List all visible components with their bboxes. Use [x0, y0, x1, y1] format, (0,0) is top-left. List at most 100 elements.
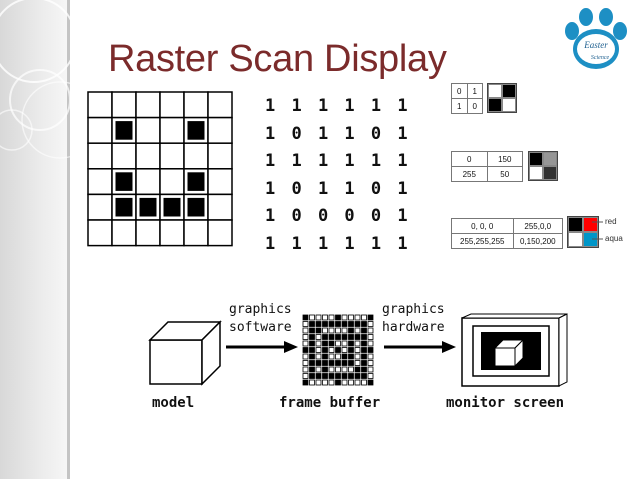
frame-buffer-cell	[348, 314, 354, 321]
grid-cell	[135, 219, 161, 247]
frame-buffer-cell	[328, 321, 335, 327]
frame-buffer-cell	[354, 314, 361, 321]
frame-buffer-cell	[328, 373, 335, 379]
frame-buffer-cell	[361, 347, 367, 353]
grid-cell	[135, 168, 161, 196]
bit-row: 1 1 1 1 1 1	[265, 151, 411, 171]
frame-buffer-cell	[361, 321, 367, 327]
grid-cell	[87, 219, 113, 247]
logo-text-1: Easter	[583, 40, 608, 50]
frame-buffer-cell	[361, 334, 367, 340]
frame-buffer-cell	[367, 373, 374, 379]
frame-buffer-cell	[322, 314, 328, 321]
frame-buffer-cell	[315, 366, 322, 373]
frame-buffer-cell	[341, 360, 348, 366]
frame-buffer-cell	[354, 327, 361, 334]
frame-buffer-cell	[328, 379, 335, 386]
frame-buffer-cell	[302, 340, 309, 347]
frame-buffer-cell	[302, 321, 309, 327]
frame-buffer-cell	[341, 314, 348, 321]
grid-cell	[87, 142, 113, 170]
grid-cell	[87, 91, 113, 119]
frame-buffer-cell	[309, 373, 315, 379]
frame-buffer-cell	[354, 373, 361, 379]
bit-row: 1 0 1 1 0 1	[265, 123, 411, 144]
grid-cell	[111, 142, 137, 170]
frame-buffer-cell	[348, 321, 354, 327]
frame-buffer-cell	[341, 334, 348, 340]
frame-buffer-cell	[361, 327, 367, 334]
frame-buffer-cell	[315, 360, 322, 366]
frame-buffer-cell	[354, 347, 361, 353]
logo-icon: Easter Science	[565, 8, 627, 69]
frame-buffer-cell	[367, 366, 374, 373]
frame-buffer-cell	[315, 373, 322, 379]
frame-buffer-cell	[335, 360, 341, 366]
frame-buffer-cell	[328, 353, 335, 360]
frame-buffer-cell	[361, 373, 367, 379]
frame-buffer-cell	[302, 347, 309, 353]
bit-row: 1 1 1 1 1 1	[265, 233, 411, 254]
grid-cell	[207, 91, 233, 119]
frame-buffer-cell	[328, 366, 335, 373]
model-label: model	[152, 395, 195, 411]
frame-buffer-cell	[367, 327, 374, 334]
grid-cell	[159, 91, 185, 119]
swatch-cell	[543, 152, 557, 166]
frame-buffer-cell	[335, 321, 341, 327]
arrow2-label-line2: hardware	[382, 320, 445, 335]
frame-buffer-cell	[348, 340, 354, 347]
frame-buffer-cell	[315, 314, 322, 321]
filled-pixel	[187, 172, 205, 191]
frame-buffer-cell	[335, 366, 341, 373]
frame-buffer-cell	[335, 327, 341, 334]
frame-buffer-cell	[341, 379, 348, 386]
frame-buffer-cell	[322, 321, 328, 327]
grid-cell	[135, 116, 161, 144]
bit-row: 1 0 1 1 0 1	[265, 178, 411, 199]
frame-buffer-cell	[315, 340, 322, 347]
swatch-cell	[568, 217, 583, 232]
swatch-cell	[502, 84, 516, 98]
frame-buffer-cell	[348, 379, 354, 386]
grid-cell	[159, 219, 185, 247]
frame-buffer-cell	[322, 340, 328, 347]
arrow1-label-line1: graphics	[229, 302, 292, 317]
frame-buffer-cell	[361, 360, 367, 366]
frame-buffer-cell	[328, 360, 335, 366]
frame-buffer-cell	[328, 327, 335, 334]
grid-cell	[111, 219, 137, 247]
frame-buffer-cell	[348, 353, 354, 360]
frame-buffer-cell	[309, 353, 315, 360]
swatch-pointer-lines	[592, 221, 603, 240]
frame-buffer-cell	[322, 327, 328, 334]
frame-buffer-cell	[341, 321, 348, 327]
frame-buffer-cell	[309, 321, 315, 327]
frame-buffer-cell	[335, 347, 341, 353]
color-swatch	[567, 216, 599, 248]
frame-buffer-cell	[335, 314, 341, 321]
frame-buffer-cell	[302, 373, 309, 379]
frame-buffer-cell	[335, 353, 341, 360]
frame-buffer-cell	[341, 340, 348, 347]
frame-buffer-cell	[309, 379, 315, 386]
decorative-circles	[0, 0, 90, 159]
frame-buffer-cell	[341, 353, 348, 360]
frame-buffer-cell	[328, 314, 335, 321]
swatch-cell	[529, 152, 543, 166]
frame-buffer-cell	[315, 353, 322, 360]
frame-buffer-cell	[322, 373, 328, 379]
filled-pixel	[187, 197, 205, 217]
frame-buffer-cell	[302, 334, 309, 340]
frame-buffer-cell	[309, 347, 315, 353]
frame-buffer-cell	[367, 321, 374, 327]
grid-cell	[135, 91, 161, 119]
frame-buffer-cell	[367, 360, 374, 366]
frame-buffer-cell	[335, 334, 341, 340]
frame-buffer-cell	[361, 366, 367, 373]
frame-buffer-cell	[367, 314, 374, 321]
frame-buffer-cell	[354, 379, 361, 386]
frame-buffer-grid	[302, 314, 374, 386]
frame-buffer-cell	[309, 340, 315, 347]
